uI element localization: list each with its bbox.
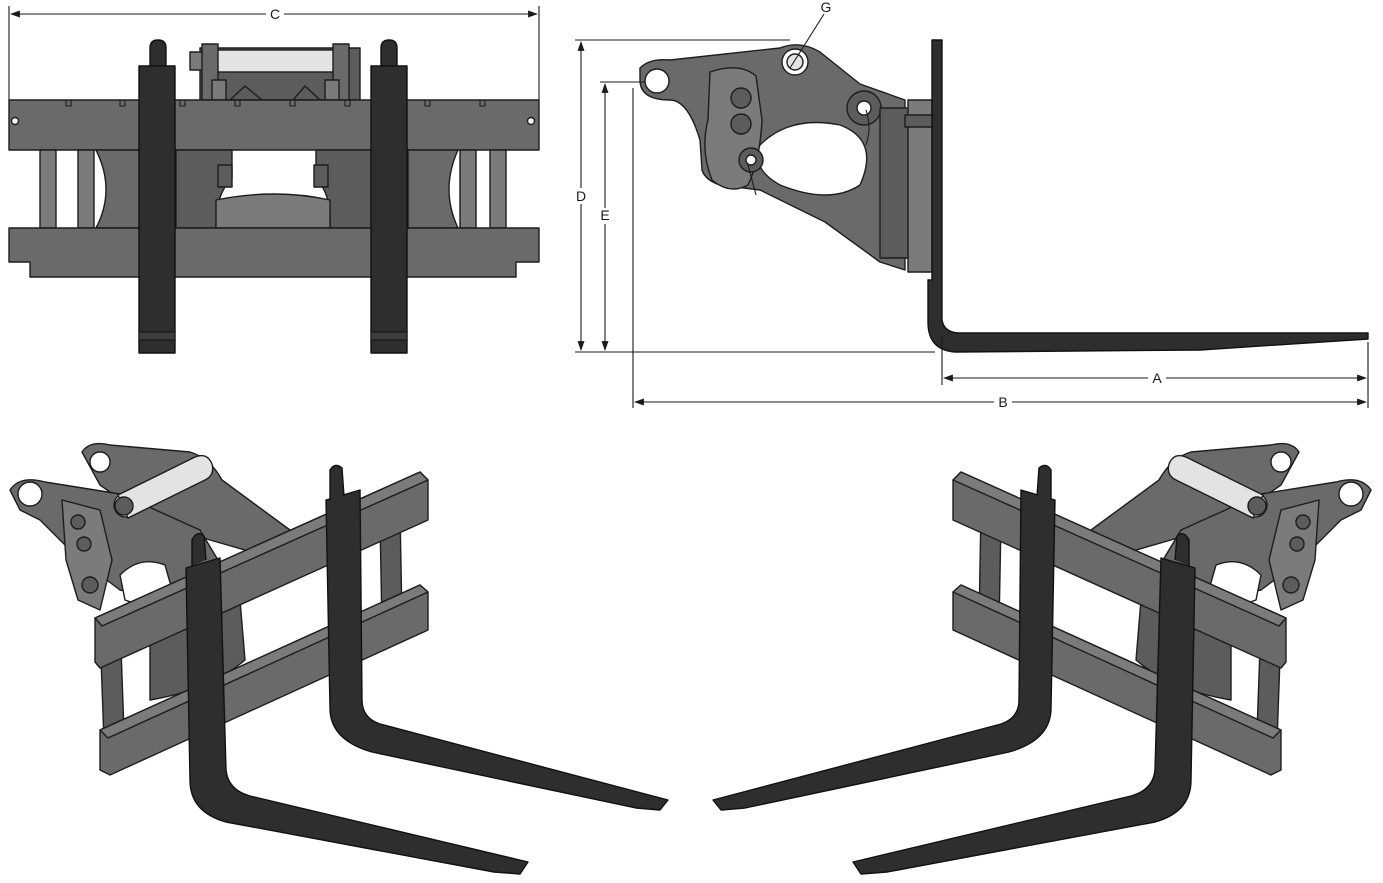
fork-left-iso-front bbox=[185, 557, 529, 875]
dimension-g: G bbox=[789, 0, 832, 69]
dimension-d: D bbox=[575, 39, 935, 353]
isometric-view-left bbox=[9, 442, 669, 875]
fork-side bbox=[927, 39, 1369, 353]
front-view: C bbox=[8, 6, 540, 354]
label-c: C bbox=[270, 6, 280, 22]
label-g: G bbox=[821, 0, 832, 15]
label-d: D bbox=[576, 188, 586, 204]
label-e: E bbox=[600, 207, 609, 223]
carriage-columns bbox=[39, 149, 507, 229]
isometric-view-right bbox=[712, 442, 1372, 875]
top-hanger-pin bbox=[189, 43, 361, 101]
side-view: G D E A B bbox=[575, 0, 1369, 410]
dimension-c: C bbox=[8, 6, 540, 100]
upper-carriage-bar bbox=[8, 99, 540, 151]
fork-left-front bbox=[138, 39, 176, 354]
dimension-b: B bbox=[632, 88, 1367, 410]
label-b: B bbox=[998, 394, 1007, 410]
dimension-a: A bbox=[941, 336, 1369, 408]
label-a: A bbox=[1152, 370, 1162, 386]
fork-right-front bbox=[370, 39, 408, 354]
dimension-e: E bbox=[600, 81, 645, 351]
lower-carriage-bar bbox=[8, 227, 540, 278]
fork-left-iso-back bbox=[325, 489, 669, 811]
